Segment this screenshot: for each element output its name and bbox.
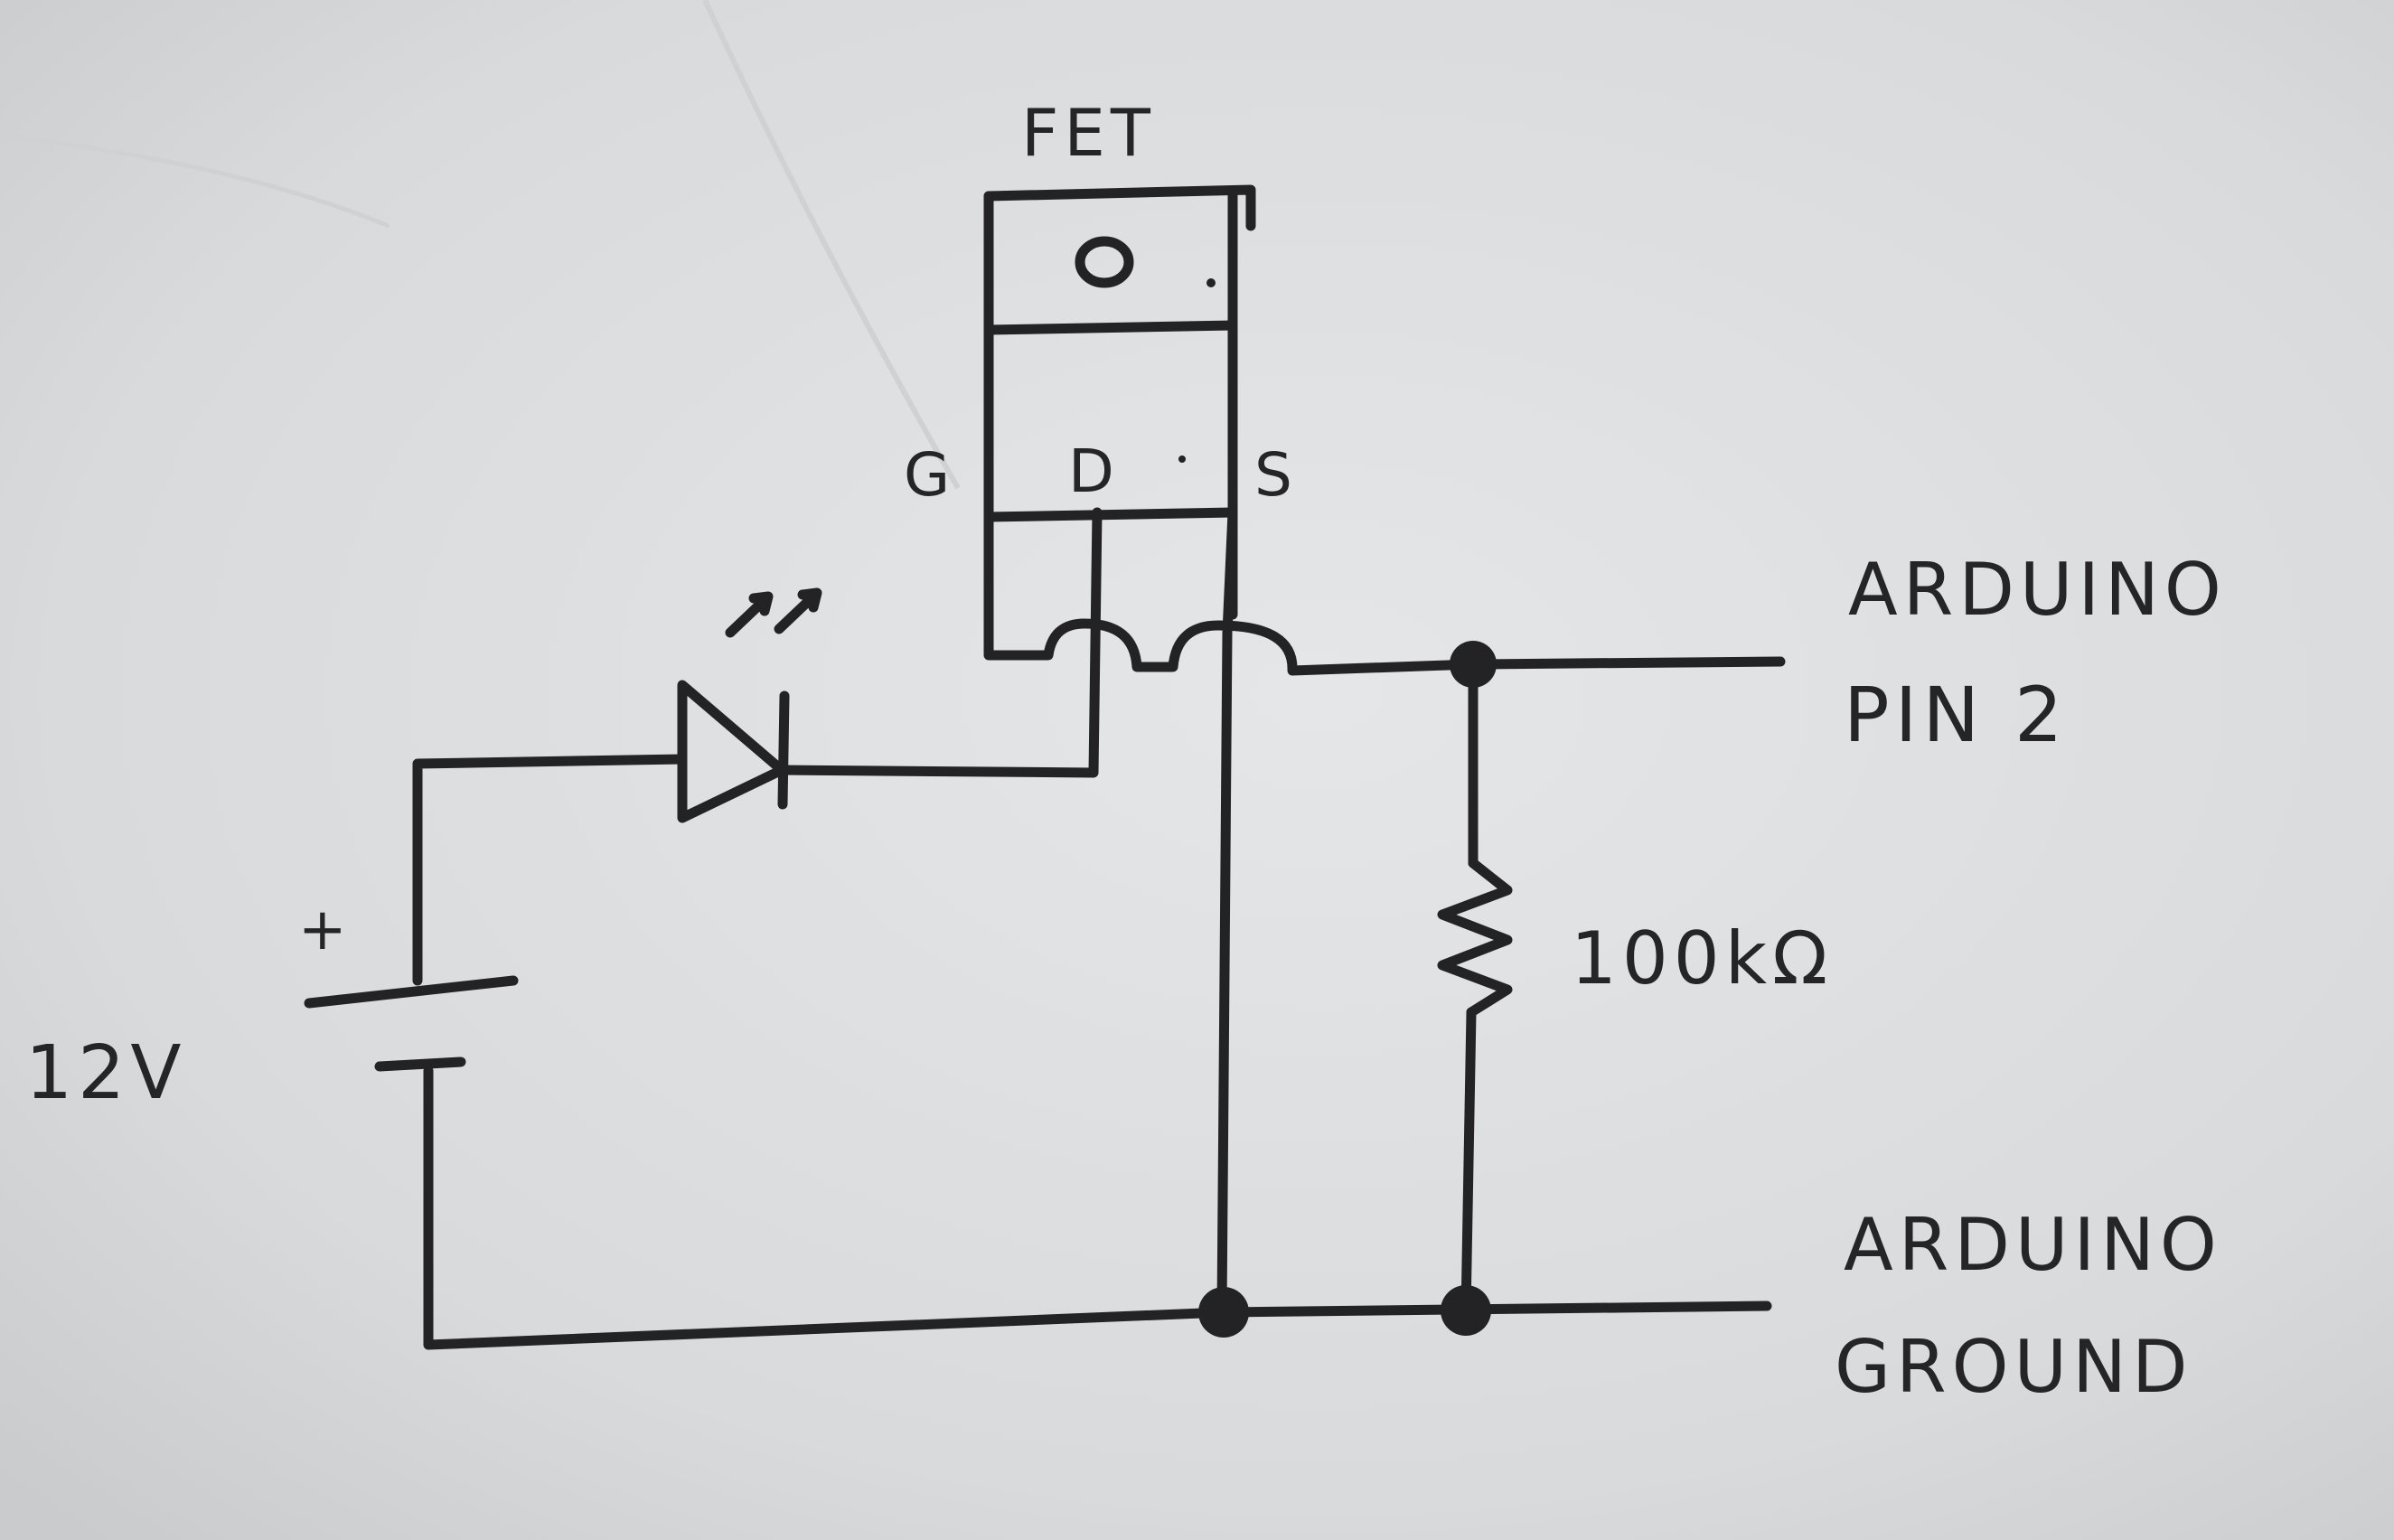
junction-dot xyxy=(1450,641,1497,688)
fet-source-label: S xyxy=(1254,440,1298,510)
source-wire xyxy=(1216,507,1238,1316)
paper-crease xyxy=(702,0,961,490)
arduino-ground-label-line1: ARDUINO xyxy=(1844,1203,2222,1287)
battery-symbol xyxy=(304,975,519,1072)
led-anode-wire xyxy=(412,754,688,986)
arduino-pin-label-line1: ARDUINO xyxy=(1848,548,2227,632)
battery-negative-wire xyxy=(423,1066,1230,1350)
ground-wire xyxy=(1219,1301,1772,1318)
junction-dot xyxy=(1441,1285,1491,1336)
resistor-value-label: 100kΩ xyxy=(1571,916,1833,1000)
fet-mounting-hole xyxy=(1075,236,1134,288)
fet-title: FET xyxy=(1021,95,1156,171)
battery-plus-label: + xyxy=(298,897,352,963)
gate-wire xyxy=(983,512,1479,676)
drain-wire xyxy=(776,507,1103,778)
arduino-pin-label-line2: PIN 2 xyxy=(1844,671,2068,759)
junction-dot xyxy=(1198,1287,1249,1338)
pin2-wire xyxy=(1468,656,1786,670)
led-light-arrow xyxy=(774,587,822,634)
resistor-symbol xyxy=(1437,858,1513,1018)
led-symbol xyxy=(677,587,822,823)
led-light-arrow xyxy=(725,591,774,638)
battery-voltage-label: 12V xyxy=(25,1030,186,1116)
fet-drain-label: D xyxy=(1068,437,1120,506)
arduino-ground-label-line2: GROUND xyxy=(1835,1325,2193,1409)
resistor-wire-bottom xyxy=(1460,1007,1477,1318)
paper-crease xyxy=(0,133,390,229)
fet-gate-label: G xyxy=(904,440,955,510)
fet-package xyxy=(983,184,1256,620)
